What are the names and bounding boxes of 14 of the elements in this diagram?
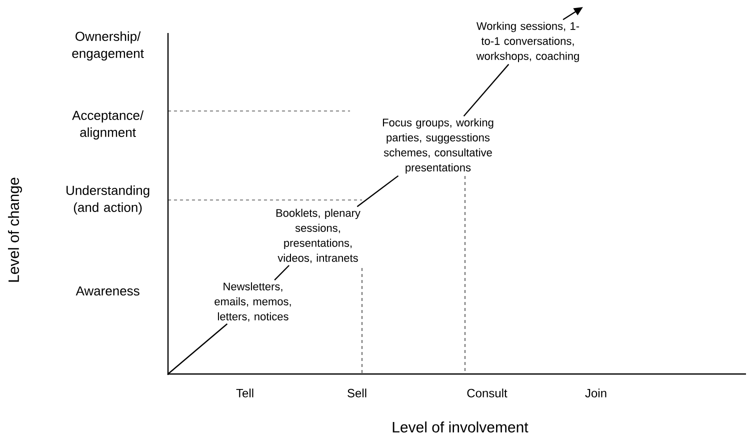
axis-label: Sell	[348, 388, 366, 398]
axis-label: Awareness	[76, 286, 140, 296]
method-text: Focus groups, working parties, suggesstions schemes, consultative presentations	[382, 118, 494, 174]
axis-label: Understanding (and action)	[66, 185, 150, 215]
axis-label: Level of involvement	[392, 421, 528, 432]
method-text: Newsletters, emails, memos, letters, notices	[214, 282, 291, 322]
method-text: Working sessions, 1-to-1 conversations, workshops, coaching	[476, 22, 580, 62]
method-text: Booklets, plenary sessions, presentations, videos, intranets	[276, 208, 360, 264]
axis-label: Level of change	[8, 178, 22, 282]
axis-label: Tell	[236, 388, 254, 398]
axis-label: Consult	[467, 388, 508, 398]
axis-label: Join	[585, 388, 606, 398]
axis-label: Ownership/ engagement	[72, 31, 144, 61]
axis-label: Acceptance/ alignment	[72, 110, 144, 140]
